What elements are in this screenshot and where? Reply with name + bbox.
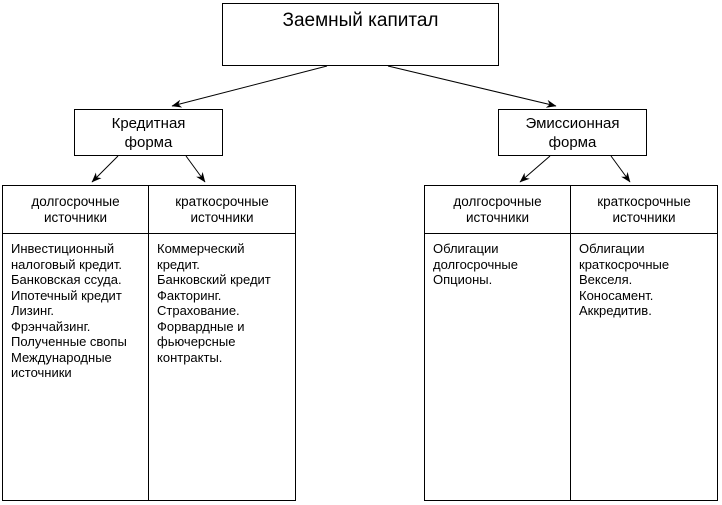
credit-sources-table: долгосрочные источники краткосрочные ист… bbox=[2, 185, 296, 501]
arrow-emission-to-shortterm bbox=[610, 155, 631, 183]
arrow-emission-to-longterm bbox=[519, 155, 551, 183]
credit-table-body-row: Инвестиционный налоговый кредит. Банковс… bbox=[3, 234, 295, 500]
emission-shortterm-items: Облигации краткосрочные Векселя. Коносам… bbox=[579, 241, 670, 318]
branch-node-credit-form: Кредитная форма bbox=[74, 109, 223, 156]
arrow-credit-to-shortterm bbox=[185, 155, 206, 183]
credit-shortterm-header: краткосрочные источники bbox=[175, 193, 269, 225]
branch-node-emission-form: Эмиссионная форма bbox=[498, 109, 647, 156]
emission-shortterm-header: краткосрочные источники bbox=[597, 193, 691, 225]
credit-longterm-header: долгосрочные источники bbox=[3, 186, 149, 233]
emission-sources-table: долгосрочные источники краткосрочные ист… bbox=[424, 185, 718, 501]
emission-table-header-row: долгосрочные источники краткосрочные ист… bbox=[425, 186, 717, 234]
credit-table-header-row: долгосрочные источники краткосрочные ист… bbox=[3, 186, 295, 234]
credit-longterm-items: Инвестиционный налоговый кредит. Банковс… bbox=[3, 234, 149, 500]
root-node-borrowed-capital: Заемный капитал bbox=[222, 3, 499, 66]
arrow-credit-to-longterm bbox=[91, 155, 119, 183]
emission-table-body-row: Облигации долгосрочные Опционы. Облигаци… bbox=[425, 234, 717, 500]
arrow-root-to-credit bbox=[171, 65, 328, 108]
emission-longterm-items: Облигации долгосрочные Опционы. bbox=[425, 234, 571, 500]
credit-shortterm-items: Коммерческий кредит. Банковский кредит Ф… bbox=[157, 241, 271, 365]
emission-longterm-header: долгосрочные источники bbox=[425, 186, 571, 233]
arrow-root-to-emission bbox=[387, 65, 557, 108]
